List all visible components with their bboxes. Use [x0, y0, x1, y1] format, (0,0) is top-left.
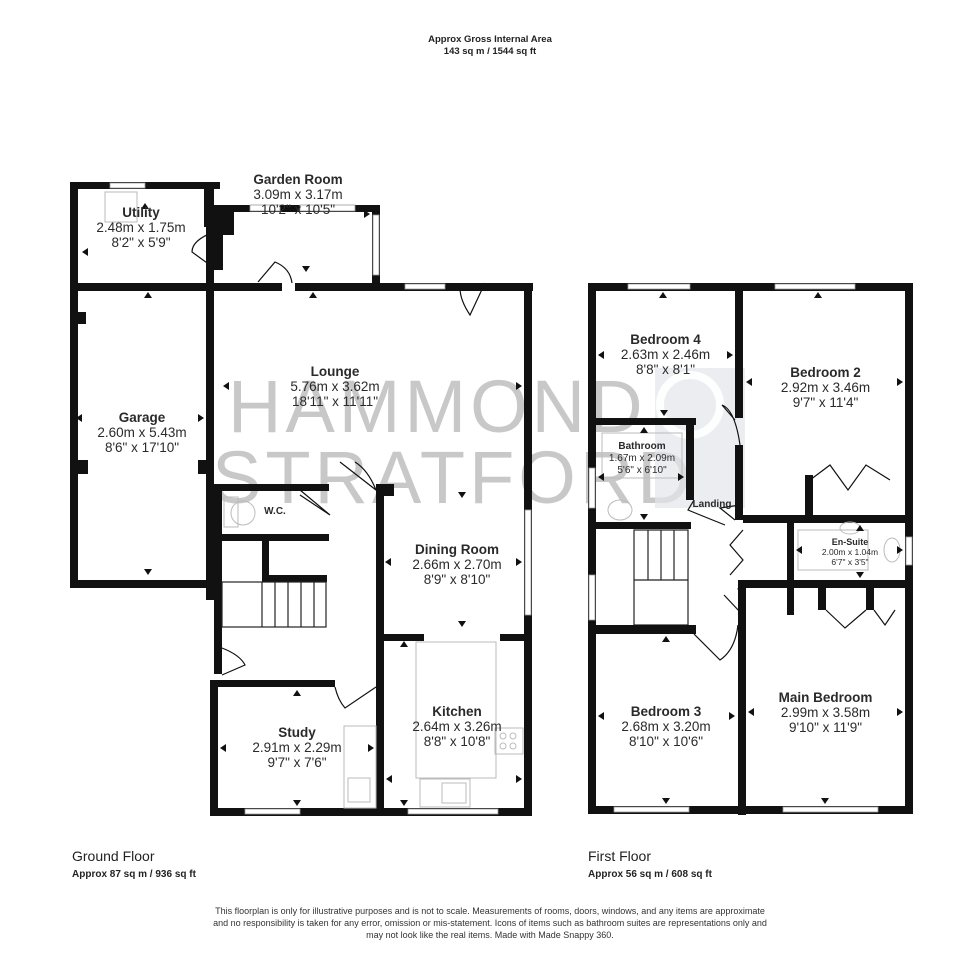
- room-name: Main Bedroom: [778, 690, 873, 705]
- room-metric: 1.67m x 2.09m: [608, 453, 676, 464]
- room-garden-room: Garden Room 3.09m x 3.17m 10'2" x 10'5": [228, 172, 368, 217]
- room-name: Bedroom 2: [790, 365, 861, 380]
- ground-floor-title: Ground Floor: [72, 848, 155, 864]
- ground-floor-fixtures: [104, 191, 524, 809]
- disclaimer: This floorplan is only for illustrative …: [150, 905, 830, 941]
- room-metric: 2.64m x 3.26m: [412, 719, 502, 734]
- first-floor-walls: [588, 283, 913, 815]
- room-metric: 2.66m x 2.70m: [412, 557, 502, 572]
- room-bedroom-3: Bedroom 3 2.68m x 3.20m 8'10" x 10'6": [596, 704, 736, 749]
- room-metric: 2.68m x 3.20m: [621, 719, 711, 734]
- room-imperial: 9'7" x 7'6": [267, 755, 327, 770]
- room-utility: Utility 2.48m x 1.75m 8'2" x 5'9": [78, 205, 204, 250]
- room-study: Study 2.91m x 2.29m 9'7" x 7'6": [230, 725, 364, 770]
- room-name: Garden Room: [253, 172, 343, 187]
- room-imperial: 8'8" x 10'8": [423, 734, 491, 749]
- room-name: Kitchen: [432, 704, 482, 719]
- disclaimer-line-2: and no responsibility is taken for any e…: [213, 918, 767, 928]
- ground-floor-dimension-arrows: [76, 203, 522, 806]
- room-name: Dining Room: [415, 542, 499, 557]
- room-imperial: 18'11" x 11'11": [291, 394, 379, 409]
- room-metric: 2.63m x 2.46m: [620, 347, 711, 362]
- room-name: Bathroom: [618, 441, 666, 452]
- watermark-line1: HAMMOND: [228, 365, 647, 448]
- room-wc: W.C.: [250, 506, 300, 518]
- room-name: En-Suite: [831, 537, 869, 547]
- room-imperial: 10'2" x 10'5": [260, 202, 336, 217]
- disclaimer-line-1: This floorplan is only for illustrative …: [215, 906, 765, 916]
- room-metric: 2.92m x 3.46m: [780, 380, 871, 395]
- room-name: Bedroom 3: [630, 704, 702, 719]
- room-bathroom: Bathroom 1.67m x 2.09m 5'6" x 6'10": [596, 441, 688, 477]
- room-imperial: 8'2" x 5'9": [111, 235, 171, 250]
- room-imperial: 8'10" x 10'6": [628, 734, 704, 749]
- room-metric: 2.60m x 5.43m: [97, 425, 187, 440]
- room-main-bedroom: Main Bedroom 2.99m x 3.58m 9'10" x 11'9": [748, 690, 903, 735]
- gross-area-value: 143 sq m / 1544 sq ft: [443, 46, 537, 57]
- room-imperial: 8'8" x 8'1": [635, 362, 696, 377]
- room-imperial: 8'9" x 8'10": [423, 572, 491, 587]
- first-floor-area: Approx 56 sq m / 608 sq ft: [588, 869, 712, 880]
- room-imperial: 8'6" x 17'10": [104, 440, 180, 455]
- room-bedroom-2: Bedroom 2 2.92m x 3.46m 9'7" x 11'4": [748, 365, 903, 410]
- ground-floor-area: Approx 87 sq m / 936 sq ft: [72, 869, 196, 880]
- room-en-suite: En-Suite 2.00m x 1.04m 6'7" x 3'5": [796, 537, 904, 567]
- gross-area-title: Approx Gross Internal Area: [428, 34, 552, 45]
- room-name: Bedroom 4: [630, 332, 701, 347]
- room-metric: 3.09m x 3.17m: [253, 187, 343, 202]
- room-name: Garage: [118, 410, 166, 425]
- room-name: Study: [278, 725, 316, 740]
- room-garage: Garage 2.60m x 5.43m 8'6" x 17'10": [80, 410, 204, 455]
- room-name: Lounge: [310, 364, 360, 379]
- room-name: Utility: [122, 205, 160, 220]
- room-metric: 2.91m x 2.29m: [252, 740, 342, 755]
- room-imperial: 9'10" x 11'9": [788, 720, 863, 735]
- gross-area-header: Approx Gross Internal Area 143 sq m / 15…: [0, 34, 980, 58]
- room-lounge: Lounge 5.76m x 3.62m 18'11" x 11'11": [240, 364, 430, 409]
- room-imperial: 6'7" x 3'5": [831, 557, 869, 567]
- room-metric: 2.99m x 3.58m: [780, 705, 871, 720]
- room-metric: 5.76m x 3.62m: [290, 379, 380, 394]
- room-imperial: 9'7" x 11'4": [792, 395, 859, 410]
- room-metric: 2.00m x 1.04m: [821, 547, 879, 557]
- room-imperial: 5'6" x 6'10": [617, 465, 667, 476]
- room-metric: 2.48m x 1.75m: [96, 220, 186, 235]
- room-dining-room: Dining Room 2.66m x 2.70m 8'9" x 8'10": [390, 542, 524, 587]
- room-kitchen: Kitchen 2.64m x 3.26m 8'8" x 10'8": [390, 704, 524, 749]
- room-bedroom-4: Bedroom 4 2.63m x 2.46m 8'8" x 8'1": [596, 332, 735, 377]
- room-name: W.C.: [264, 506, 286, 517]
- watermark-logo-block: [655, 368, 745, 508]
- ground-floor-doors: [191, 231, 486, 709]
- disclaimer-line-3: may not look like the real items. Made w…: [366, 930, 614, 940]
- first-floor-dimension-arrows: [598, 292, 903, 804]
- room-name: Landing: [692, 499, 732, 510]
- ground-floor-walls: [70, 182, 533, 816]
- room-landing: Landing: [682, 499, 742, 511]
- first-floor-doors: [687, 404, 896, 661]
- first-floor-title: First Floor: [588, 848, 651, 864]
